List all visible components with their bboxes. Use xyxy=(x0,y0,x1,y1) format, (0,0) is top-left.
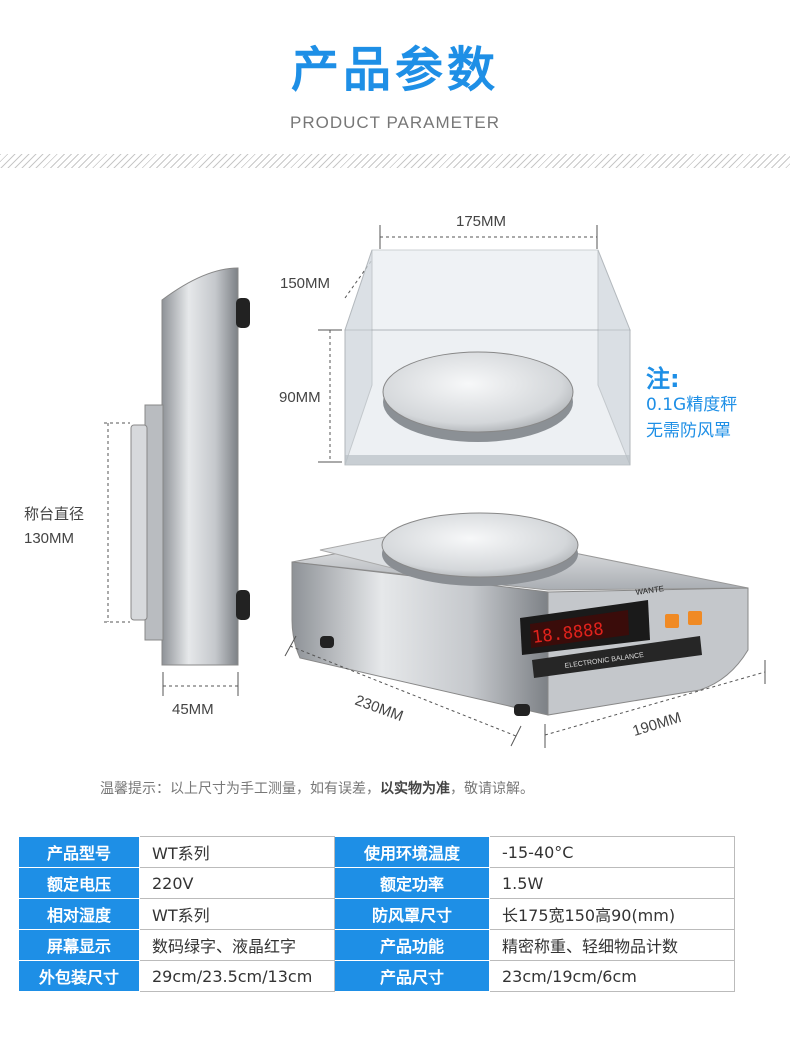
spec-key: 产品型号 xyxy=(18,836,140,868)
page-title: 产品参数 xyxy=(290,42,499,98)
wind-shield-box xyxy=(318,225,631,466)
spec-value: -15-40°C xyxy=(489,836,735,868)
table-row: 外包装尺寸 29cm/23.5cm/13cm 产品尺寸 23cm/19cm/6c… xyxy=(18,960,735,992)
spec-key: 外包装尺寸 xyxy=(18,960,140,992)
main-scale-body: 18.8888 ELECTRONIC BALANCE WANTE xyxy=(284,512,766,748)
side-view-scale xyxy=(104,267,250,696)
note-line-1: 0.1G精度秤 xyxy=(646,395,738,415)
dim-height-150: 150MM xyxy=(280,275,331,292)
table-row: 额定电压 220V 额定功率 1.5W xyxy=(18,867,735,899)
dim-pan-diameter-label: 称台直径 xyxy=(24,506,85,523)
dim-pan-diameter-value: 130MM xyxy=(24,530,75,547)
tip-text-end: ，敬请谅解。 xyxy=(450,781,534,797)
hatch-divider xyxy=(0,154,790,168)
spec-value: 23cm/19cm/6cm xyxy=(489,960,735,992)
note-heading: 注: xyxy=(646,365,680,393)
dim-side-depth: 45MM xyxy=(172,701,214,718)
spec-key: 产品尺寸 xyxy=(334,960,490,992)
spec-value: 数码绿字、液晶红字 xyxy=(139,929,335,961)
spec-key: 使用环境温度 xyxy=(334,836,490,868)
spec-value: 29cm/23.5cm/13cm xyxy=(139,960,335,992)
table-row: 相对湿度 WT系列 防风罩尺寸 长175宽150高90(mm) xyxy=(18,898,735,930)
page-subtitle: PRODUCT PARAMETER xyxy=(289,113,500,132)
dim-pan-diameter: 称台直径 130MM xyxy=(24,503,84,551)
note-box: 注: 0.1G精度秤 无需防风罩 xyxy=(646,366,737,444)
spec-value: 精密称重、轻细物品计数 xyxy=(489,929,735,961)
product-illustration: 18.8888 ELECTRONIC BALANCE WANTE xyxy=(104,225,766,748)
spec-value: WT系列 xyxy=(139,836,335,868)
brand-mark: WANTE xyxy=(635,584,665,597)
spec-value: 长175宽150高90(mm) xyxy=(489,898,735,930)
dim-top-width: 175MM xyxy=(456,213,507,230)
tip-text: 温馨提示：以上尺寸为手工测量，如有误差， xyxy=(100,781,380,797)
dim-height-90: 90MM xyxy=(279,389,321,406)
spec-value: 1.5W xyxy=(489,867,735,899)
spec-value: WT系列 xyxy=(139,898,335,930)
spec-key: 额定电压 xyxy=(18,867,140,899)
spec-key: 屏幕显示 xyxy=(18,929,140,961)
spec-key: 产品功能 xyxy=(334,929,490,961)
measurement-tip: 温馨提示：以上尺寸为手工测量，如有误差，以实物为准，敬请谅解。 xyxy=(100,778,534,798)
note-line-2: 无需防风罩 xyxy=(646,421,731,441)
spec-value: 220V xyxy=(139,867,335,899)
table-row: 产品型号 WT系列 使用环境温度 -15-40°C xyxy=(18,836,735,868)
table-row: 屏幕显示 数码绿字、液晶红字 产品功能 精密称重、轻细物品计数 xyxy=(18,929,735,961)
spec-key: 额定功率 xyxy=(334,867,490,899)
spec-key: 防风罩尺寸 xyxy=(334,898,490,930)
tip-emphasis: 以实物为准 xyxy=(380,781,450,797)
spec-table: 产品型号 WT系列 使用环境温度 -15-40°C 额定电压 220V 额定功率… xyxy=(18,836,735,992)
spec-key: 相对湿度 xyxy=(18,898,140,930)
